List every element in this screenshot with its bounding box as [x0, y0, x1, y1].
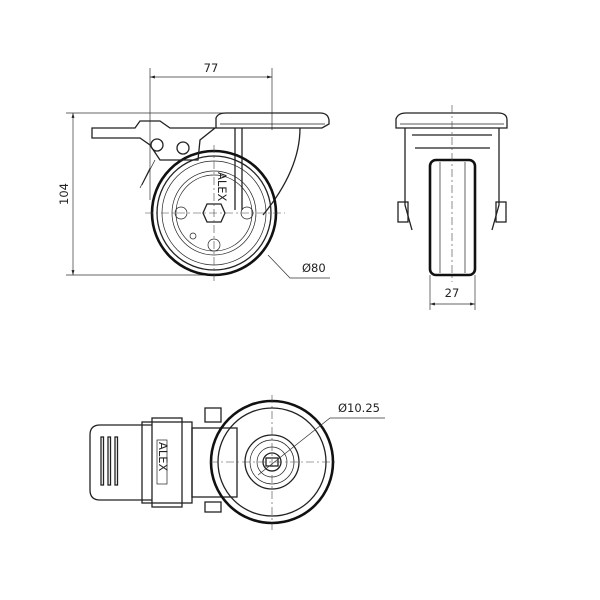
front-view: 27: [395, 105, 508, 310]
dimension-label-27: 27: [445, 286, 460, 300]
dimension-wheel-diameter: Ø80: [267, 254, 330, 279]
bottom-view: ALEX Ø10.25: [89, 395, 385, 530]
dimension-label-104: 104: [57, 183, 71, 205]
dimension-label-d10-25: Ø10.25: [338, 401, 380, 415]
bottom-logo-text: ALEX: [156, 442, 170, 472]
side-view: 77 104 ALEX: [57, 61, 330, 282]
dimension-wheel-width: 27: [429, 275, 476, 310]
dimension-overall-height: 104: [57, 112, 225, 276]
side-logo-text: ALEX: [215, 172, 229, 202]
dimension-label-77: 77: [204, 61, 219, 75]
dimension-bore-diameter: Ø10.25: [257, 401, 385, 476]
dimension-label-d80: Ø80: [302, 261, 326, 275]
dimension-mount-offset: 77: [149, 61, 273, 200]
